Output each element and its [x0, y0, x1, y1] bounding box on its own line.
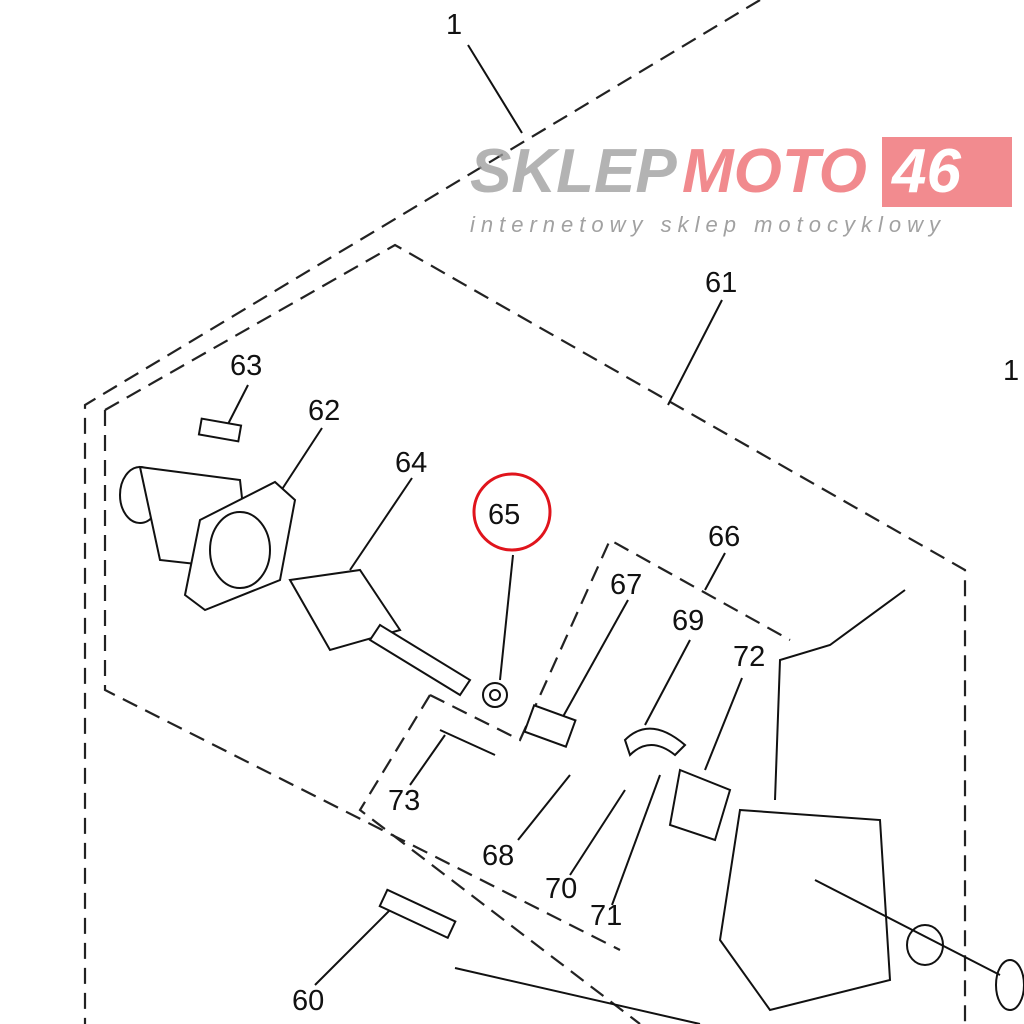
callout-65[interactable]: 65	[488, 499, 520, 531]
callout-64: 64	[395, 447, 427, 479]
group-61-boundary	[104, 243, 967, 1024]
group-66-boundary	[358, 694, 641, 1024]
lead-wire	[774, 589, 906, 801]
leader-line	[667, 299, 723, 406]
armature-64	[288, 568, 472, 697]
callout-73: 73	[388, 785, 420, 817]
callout-62: 62	[308, 395, 340, 427]
leader-line	[499, 554, 514, 681]
group-1-boundary	[83, 0, 761, 1024]
leader-line	[349, 477, 413, 571]
watermark-tagline: internetowy sklep motocyklowy	[470, 212, 946, 237]
callout-69: 69	[672, 605, 704, 637]
leader-line	[644, 639, 691, 726]
callout-68: 68	[482, 840, 514, 872]
callout-67: 67	[610, 569, 642, 601]
leader-line	[611, 774, 661, 906]
bolt-60	[378, 888, 457, 940]
brush-plate-72	[668, 768, 732, 842]
leader-line	[569, 789, 626, 876]
group-66-boundary-top	[429, 538, 791, 742]
callout-63: 63	[230, 350, 262, 382]
callout-61: 61	[705, 267, 737, 299]
o-ring	[995, 959, 1024, 1011]
watermark-brand-sklep: SKLEP	[470, 137, 677, 206]
washer-hole	[489, 689, 501, 701]
callout-1-partial: 1	[1003, 355, 1019, 387]
leader-line	[704, 677, 743, 771]
leader-line	[409, 734, 446, 786]
leader-line	[314, 904, 396, 986]
gasket-hole	[209, 511, 271, 589]
callout-60: 60	[292, 985, 324, 1017]
watermark-brand-46: 46	[890, 137, 961, 206]
end-cover-housing	[718, 808, 892, 1012]
watermark-logo: SKLEP MOTO 46 internetowy sklep motocykl…	[470, 137, 1012, 237]
callout-1: 1	[446, 9, 462, 41]
leader-line	[467, 44, 523, 134]
group-61-boundary-lower	[103, 410, 621, 951]
leader-line	[704, 552, 726, 591]
watermark-brand-moto: MOTO	[682, 137, 867, 206]
screw-73	[439, 729, 496, 756]
brush-holder-67	[523, 704, 577, 748]
assembly-axis-line	[814, 879, 1001, 976]
watermark-badge	[882, 137, 1012, 207]
leader-line	[517, 774, 571, 841]
callout-66: 66	[708, 521, 740, 553]
bolt-63	[197, 417, 243, 443]
spring-69	[623, 727, 687, 757]
frame-line	[454, 967, 701, 1024]
highlight-circle	[472, 472, 552, 552]
callout-70: 70	[545, 873, 577, 905]
callout-72: 72	[733, 641, 765, 673]
callout-71: 71	[590, 900, 622, 932]
